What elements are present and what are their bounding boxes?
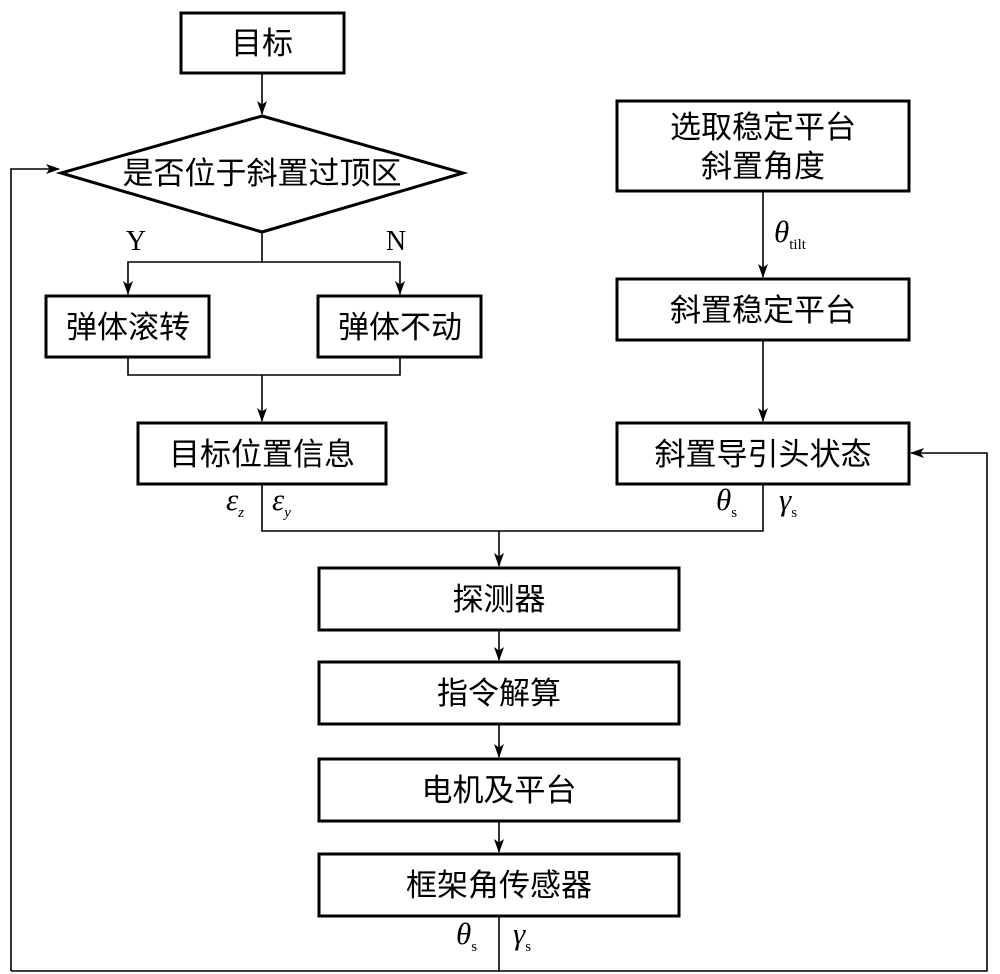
- line-merge-branches: [127, 357, 401, 376]
- signal-theta-s-bottom: θs: [456, 916, 477, 955]
- node-no-move-label: 弹体不动: [338, 310, 462, 346]
- node-command-label: 指令解算: [437, 676, 561, 712]
- node-motor-label: 电机及平台: [422, 773, 577, 809]
- node-command: 指令解算: [317, 660, 681, 726]
- arrow-feedback-to-seeker: [11, 448, 988, 972]
- node-select-tilt-label-1: 选取稳定平台: [670, 110, 856, 146]
- node-no-move: 弹体不动: [316, 294, 483, 359]
- signal-theta-s-top: θs: [716, 482, 737, 521]
- node-target-pos: 目标位置信息: [136, 421, 388, 486]
- signal-theta-tilt: θtilt: [774, 214, 807, 253]
- node-tilt-platform-label: 斜置稳定平台: [670, 293, 856, 329]
- node-roll-label: 弹体滚转: [66, 310, 190, 346]
- node-decision: 是否位于斜置过顶区: [55, 114, 469, 234]
- node-seeker-state-label: 斜置导引头状态: [655, 437, 872, 473]
- node-target: 目标: [179, 11, 346, 75]
- node-select-tilt: 选取稳定平台 斜置角度: [615, 99, 911, 193]
- branch-yes-label: Y: [126, 226, 146, 257]
- node-detector: 探测器: [317, 566, 681, 632]
- node-target-pos-label: 目标位置信息: [169, 437, 355, 473]
- node-roll: 弹体滚转: [44, 294, 211, 359]
- node-motor: 电机及平台: [317, 757, 681, 823]
- node-tilt-platform: 斜置稳定平台: [615, 277, 911, 342]
- signal-gamma-s-top: γs: [779, 482, 797, 521]
- node-target-label: 目标: [231, 26, 293, 62]
- branch-no-label: N: [386, 226, 406, 257]
- signal-gamma-s-bottom: γs: [513, 916, 531, 955]
- node-gimbal-sensor: 框架角传感器: [317, 852, 681, 918]
- signal-eps-z: εz: [226, 482, 244, 521]
- arrow-feedback-to-decision: [10, 164, 60, 971]
- arrow-decision-yes: [123, 232, 263, 295]
- signal-eps-y: εy: [272, 482, 291, 521]
- arrow-decision-no: [262, 261, 405, 295]
- node-seeker-state: 斜置导引头状态: [615, 421, 911, 486]
- line-merge-signals: [261, 484, 764, 532]
- node-detector-label: 探测器: [453, 582, 546, 618]
- node-gimbal-sensor-label: 框架角传感器: [406, 868, 592, 904]
- node-select-tilt-label-2: 斜置角度: [701, 149, 825, 185]
- node-decision-label: 是否位于斜置过顶区: [123, 156, 402, 192]
